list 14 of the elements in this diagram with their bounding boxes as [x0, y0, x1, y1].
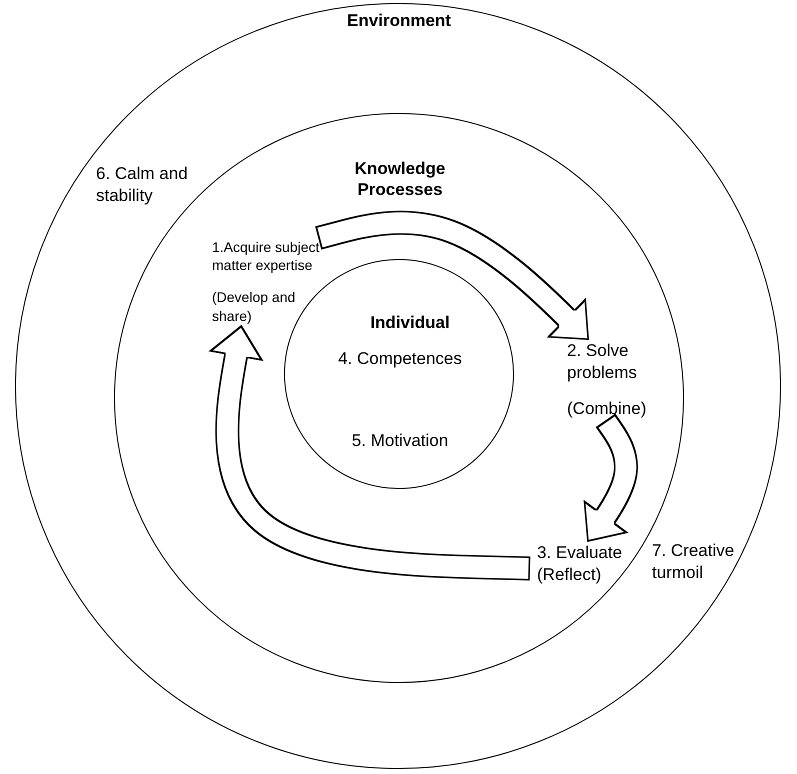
curved-block-arrow: [208, 322, 530, 581]
list-item: 5. Motivation: [350, 430, 450, 452]
circle-title: Environment: [346, 10, 452, 32]
step-label: 1.Acquire subject matter expertise: [212, 238, 320, 274]
outer-circle: [15, 3, 781, 769]
step-label: 3. Evaluate (Reflect): [537, 542, 624, 586]
circle-title: Knowledge Processes: [354, 158, 446, 200]
step-note: (Develop and share): [212, 288, 296, 325]
region-label: 7. Creative turmoil: [652, 540, 736, 584]
region-label: 6. Calm and stability: [96, 163, 189, 208]
step-note: (Combine): [567, 398, 648, 420]
circle-title: Individual: [369, 312, 451, 334]
list-item: 4. Competences: [337, 348, 463, 370]
step-label: 2. Solve problems: [567, 340, 638, 384]
